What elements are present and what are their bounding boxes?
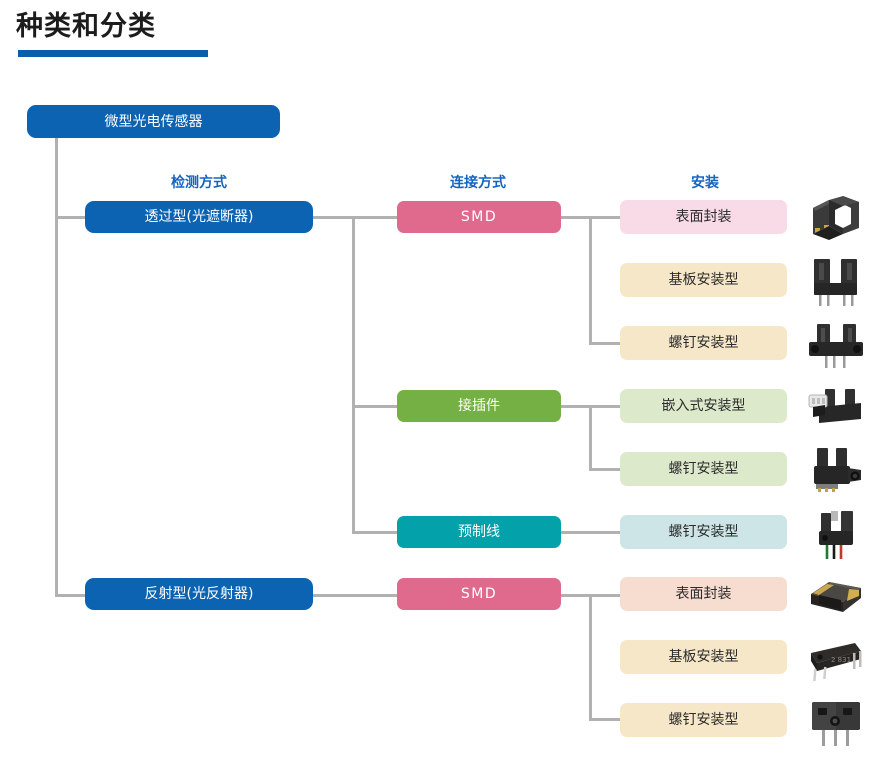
connector-root-to-reflective [55,594,87,597]
node-mounting-pcb-reflective[interactable]: 基板安装型 [620,640,787,674]
connector-bus-to-connector [352,405,398,408]
connector-smd1-bus [589,216,592,344]
node-connection-smd-transmissive[interactable]: SMD [397,201,561,233]
photointerrupter-connector-screw-icon [803,442,869,500]
connector-bus-to-smd1 [352,216,398,219]
node-mounting-screw-reflective[interactable]: 螺钉安装型 [620,703,787,737]
node-mounting-pcb-transmissive[interactable]: 基板安装型 [620,263,787,297]
node-connection-connector[interactable]: 接插件 [397,390,561,422]
connector-smd1-to-m3 [589,342,621,345]
photoreflector-smd-chip-icon [803,568,869,626]
connector-smd1-out [560,216,592,219]
node-mounting-surface-transmissive[interactable]: 表面封装 [620,200,787,234]
connector-bus-to-cable [352,531,398,534]
connector-conn-to-m2 [589,468,621,471]
node-root[interactable]: 微型光电传感器 [27,105,280,138]
connector-transmissive-out [313,216,355,219]
title-underline-rule [18,50,208,57]
node-mounting-embedded-connector[interactable]: 嵌入式安装型 [620,389,787,423]
page-title: 种类和分类 [16,11,156,42]
node-connection-cable[interactable]: 预制线 [397,516,561,548]
node-mounting-screw-cable[interactable]: 螺钉安装型 [620,515,787,549]
column-header-connection: 连接方式 [450,175,506,191]
connector-transmissive-bus [352,216,355,534]
node-mounting-screw-connector[interactable]: 螺钉安装型 [620,452,787,486]
connector-conn-bus [589,405,592,469]
connector-root-to-transmissive [55,216,87,219]
connector-smd1-to-m1 [589,216,621,219]
node-detection-transmissive[interactable]: 透过型(光遮断器) [85,201,313,233]
photoreflector-screw-block-icon [803,694,869,752]
node-detection-reflective[interactable]: 反射型(光反射器) [85,578,313,610]
column-header-detection: 检测方式 [171,175,227,191]
photoreflector-pcb-flat-icon: 2 831 [803,631,869,689]
connector-smd2-to-m3 [589,718,621,721]
photointerrupter-cable-screw-icon [803,505,869,563]
photointerrupter-smd-surface-icon [803,190,869,248]
photointerrupter-screw-mount-icon [803,316,869,374]
connector-reflective-out [313,594,398,597]
connector-conn-to-m1 [589,405,621,408]
svg-text:2 831: 2 831 [831,656,851,664]
connector-smd2-to-m1 [589,594,621,597]
node-connection-smd-reflective[interactable]: SMD [397,578,561,610]
connector-cable-out [560,531,621,534]
photointerrupter-connector-embedded-icon [803,379,869,437]
node-mounting-screw-transmissive[interactable]: 螺钉安装型 [620,326,787,360]
node-mounting-surface-reflective[interactable]: 表面封装 [620,577,787,611]
connector-trunk-root [55,137,58,597]
connector-smd2-out [560,594,592,597]
connector-conn-out [560,405,592,408]
photointerrupter-pcb-through-hole-icon [803,253,869,311]
column-header-mounting: 安装 [691,175,719,191]
connector-smd2-bus [589,594,592,720]
